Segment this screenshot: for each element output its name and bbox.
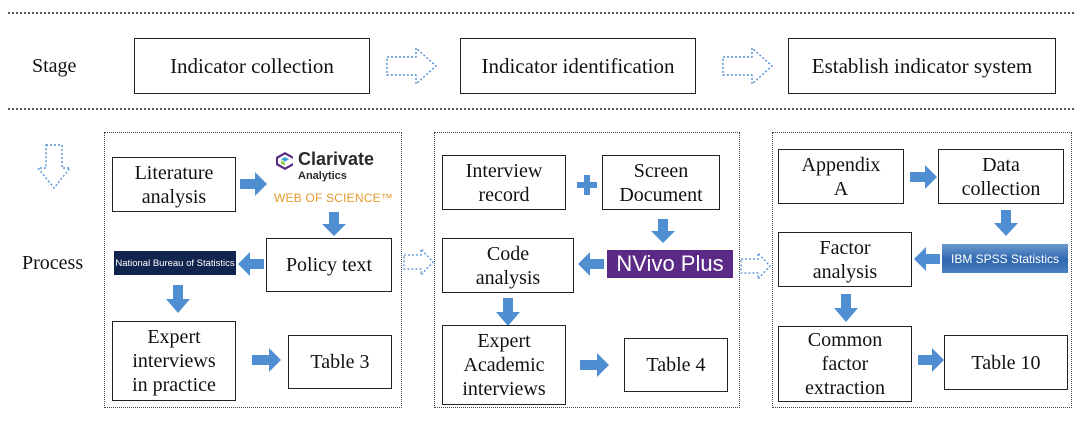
expert-academic-interviews-box: Expert Academic interviews [442,325,566,405]
factor-analysis-box: Factor analysis [778,232,912,287]
stage-row-label: Stage [32,55,77,77]
arrow-appendix-to-data [910,165,937,189]
top-separator [8,12,1074,14]
panel-arrow-1 [403,247,434,277]
arrow-spss-to-factor [914,247,940,271]
arrow-literature-to-clarivate [240,172,267,196]
table-3-box: Table 3 [288,335,392,389]
table-4-box: Table 4 [624,338,728,392]
appendix-a-box: Appendix A [778,149,904,204]
interview-record-box: Interview record [442,155,566,210]
stage-establish-indicator-system: Establish indicator system [788,38,1056,94]
stage-indicator-collection: Indicator collection [134,38,370,94]
clarivate-mark-icon [276,152,293,170]
screen-document-box: Screen Document [602,155,720,210]
process-panel-establish [772,132,1072,408]
table-10-box: Table 10 [944,335,1068,390]
web-of-science-logo: WEB OF SCIENCE™ [274,191,394,205]
arrow-expert-to-table3 [252,348,281,372]
process-panel-identification [434,132,740,408]
stage-arrow-2 [722,46,774,86]
expert-interviews-practice-box: Expert interviews in practice [112,321,236,401]
ibm-spss-statistics-logo: IBM SPSS Statistics [942,244,1068,273]
stage-indicator-identification: Indicator identification [460,38,696,94]
code-analysis-box: Code analysis [442,238,574,293]
plus-icon [577,175,597,195]
national-bureau-of-statistics-logo: National Bureau of Statistics [114,251,236,275]
process-down-arrow [36,144,72,190]
arrow-policy-to-nbs [238,252,264,276]
literature-analysis-box: Literature analysis [112,157,236,212]
arrow-factor-to-common [834,294,858,322]
process-panel-collection [104,132,402,408]
clarivate-analytics-text: Analytics [298,170,347,182]
arrow-nbs-to-expert [166,285,190,313]
panel-arrow-2 [740,251,771,281]
arrow-common-to-table10 [918,348,944,372]
common-factor-extraction-box: Common factor extraction [778,326,912,402]
arrow-screen-to-nvivo [651,219,675,243]
clarivate-logo: Clarivate Analytics WEB OF SCIENCE™ [274,148,394,208]
arrow-expert-to-table4 [580,353,609,377]
arrow-code-to-expert [496,298,520,326]
arrow-wos-to-policy [322,212,346,236]
stage-arrow-1 [386,46,438,86]
nvivo-plus-logo: NVivo Plus [607,250,733,278]
middle-separator [8,108,1074,110]
process-row-label: Process [22,252,84,274]
data-collection-box: Data collection [938,149,1064,204]
clarivate-wordmark: Clarivate [298,149,375,169]
arrow-nvivo-to-code [578,252,604,276]
arrow-data-to-spss [994,210,1018,236]
policy-text-box: Policy text [266,238,392,292]
